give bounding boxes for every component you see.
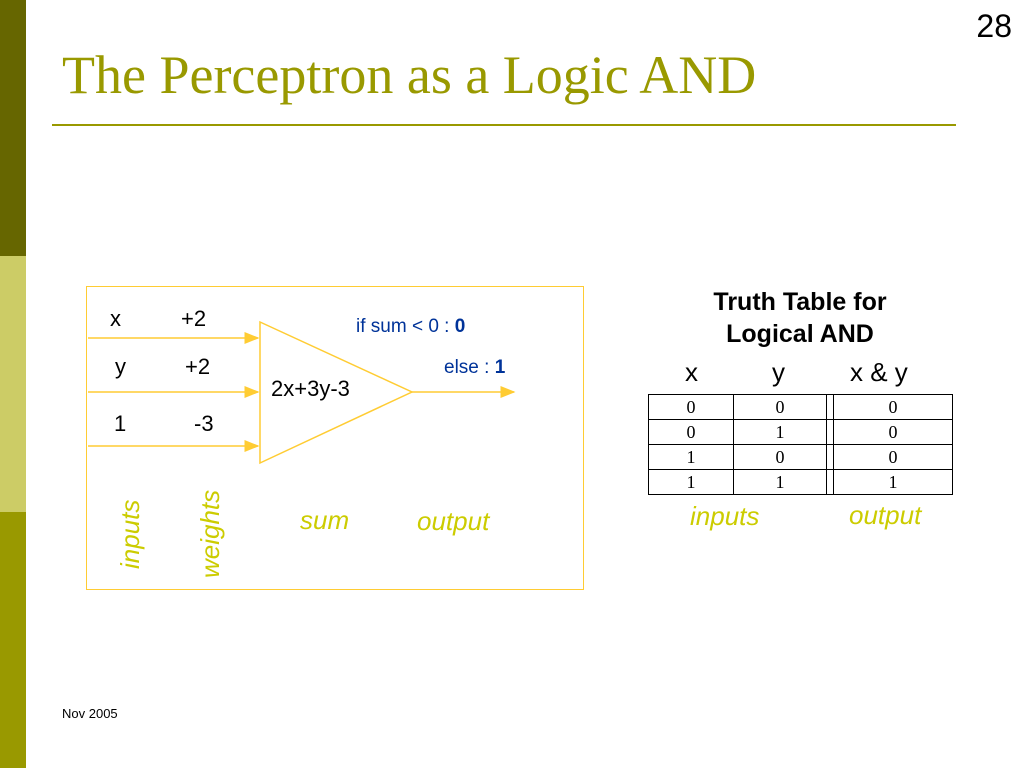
truth-table-heading: Truth Table for Logical AND [650,286,950,350]
sum-expression: 2x+3y-3 [271,376,350,401]
weight-label-y: +2 [185,354,211,379]
table-row: 1 0 0 [648,444,953,470]
cell-divider [826,394,834,420]
label-output: output [417,506,490,536]
label-weights-vertical: weights [195,489,225,578]
table-row: 0 1 0 [648,419,953,445]
sum-triangle [259,320,414,465]
table-row: 0 0 0 [648,394,953,420]
title-underline [52,124,956,126]
perceptron-diagram-box [86,286,584,590]
cell-x: 0 [648,394,734,420]
input-label-x: x [110,306,121,331]
cell-x: 0 [648,419,734,445]
truth-col-out: x & y [850,357,908,387]
truth-col-y: y [772,357,785,387]
cell-y: 1 [733,419,827,445]
cell-output: 1 [833,469,953,495]
cell-divider [826,419,834,445]
footer-date: Nov 2005 [62,706,118,721]
cell-y: 0 [733,394,827,420]
table-row: 1 1 1 [648,469,953,495]
slide-number: 28 [976,8,1012,44]
cell-divider [826,444,834,470]
rule-if: if sum < 0 : 0 [356,316,466,337]
label-sum: sum [300,505,350,535]
weight-label-bias: -3 [194,411,214,436]
cell-output: 0 [833,394,953,420]
truth-col-x: x [685,357,698,387]
cell-output: 0 [833,419,953,445]
cell-x: 1 [648,469,734,495]
truth-table-heading-line2: Logical AND [726,320,874,348]
slide-title: The Perceptron as a Logic AND [62,45,757,105]
side-band-dark [0,0,26,256]
cell-output: 0 [833,444,953,470]
truth-table-heading-line1: Truth Table for [713,288,887,316]
truth-label-output: output [849,500,922,530]
cell-divider [826,469,834,495]
cell-y: 0 [733,444,827,470]
cell-x: 1 [648,444,734,470]
label-inputs-vertical: inputs [115,499,145,569]
side-band-light [0,256,26,512]
rule-if-value: 0 [454,316,466,337]
weight-label-x: +2 [181,306,207,331]
cell-y: 1 [733,469,827,495]
rule-else: else : 1 [444,357,506,378]
side-band-olive [0,512,26,768]
input-label-bias: 1 [114,411,127,436]
truth-table: 0 0 0 0 1 0 1 0 0 1 1 1 [648,394,953,495]
rule-else-value: 1 [494,357,506,378]
truth-label-inputs: inputs [690,501,760,531]
input-label-y: y [115,354,126,379]
